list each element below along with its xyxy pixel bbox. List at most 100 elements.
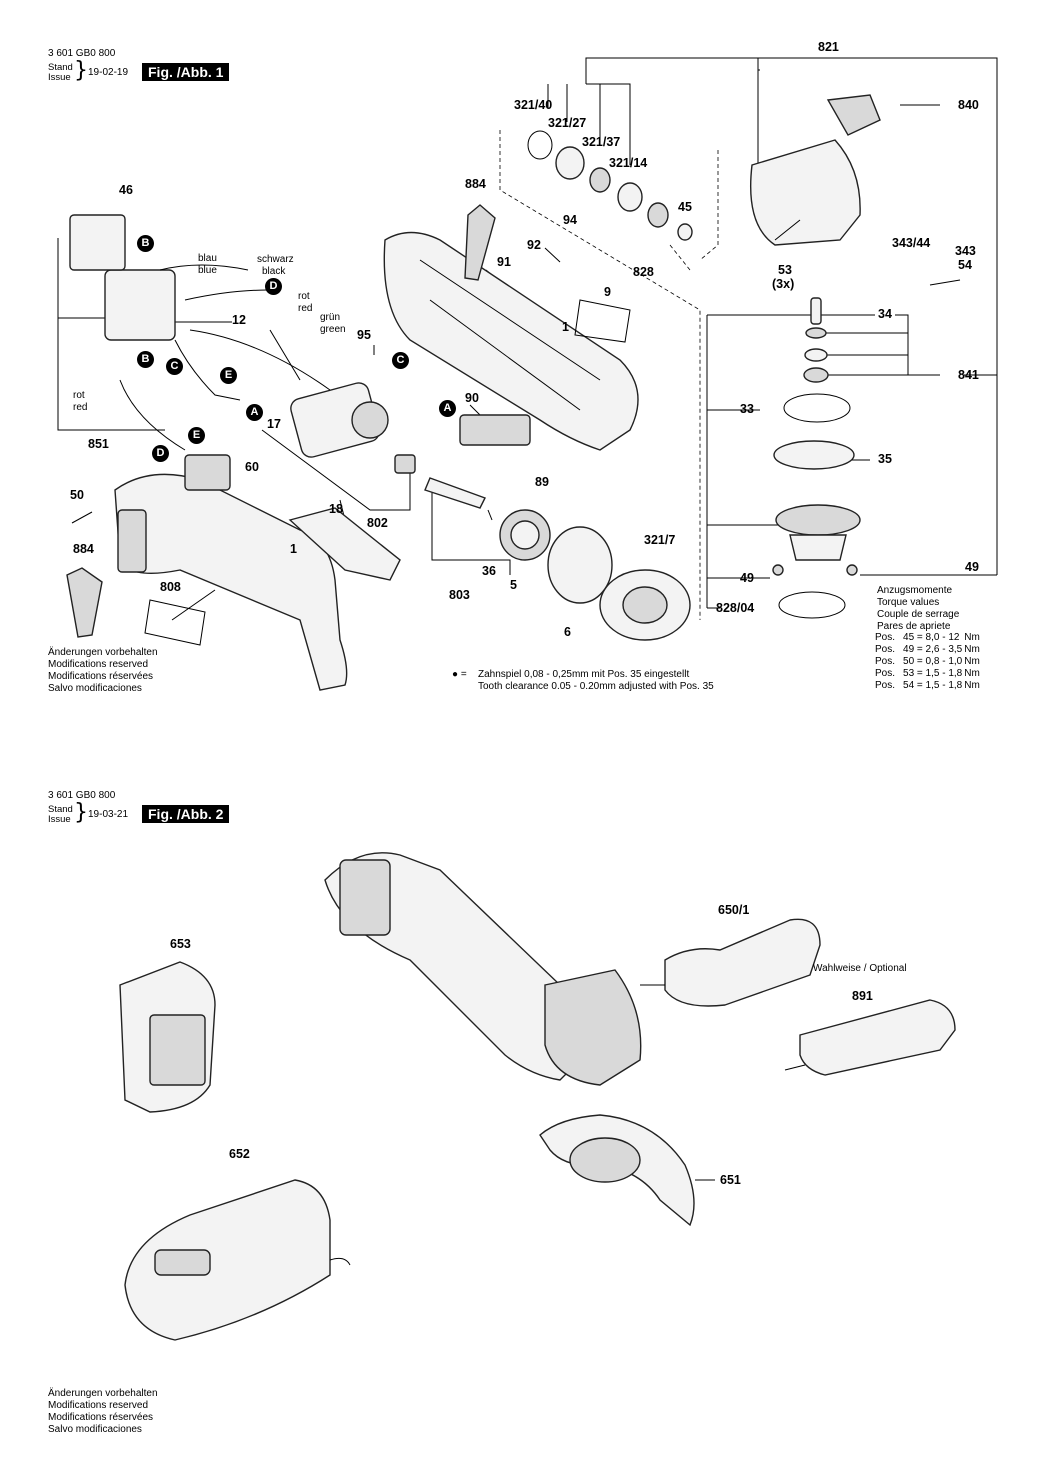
doc-number-2: 3 601 GB0 800 [48, 790, 116, 801]
label-828: 828 [633, 265, 654, 279]
label-321-40: 321/40 [514, 98, 553, 112]
label-651: 651 [720, 1173, 741, 1187]
modifications-fr-2: Modifications réservées [48, 1412, 154, 1423]
marker-d-1: D [265, 278, 282, 295]
label-828-04: 828/04 [716, 601, 755, 615]
torque-pos: Pos. [875, 632, 896, 643]
brace-glyph-2: } [74, 800, 88, 825]
label-35: 35 [878, 452, 892, 466]
wire-red2-en: red [73, 402, 88, 413]
label-321-7: 321/7 [644, 533, 676, 547]
torque-unit: Nm [964, 644, 980, 655]
marker-a-1: A [246, 404, 263, 421]
label-6: 6 [564, 625, 571, 639]
label-18: 18 [329, 502, 343, 516]
marker-c-1: C [166, 358, 183, 375]
label-5: 5 [510, 578, 517, 592]
label-808: 808 [160, 580, 181, 594]
label-1-top: 1 [562, 320, 569, 334]
torque-heading-en: Torque values [877, 597, 940, 608]
label-12: 12 [232, 313, 246, 327]
marker-a-2: A [439, 400, 456, 417]
optional-label: Wahlweise / Optional [813, 963, 907, 974]
torque-pos: Pos. [875, 680, 896, 691]
modifications-es: Salvo modificaciones [48, 683, 142, 694]
modifications-es-2: Salvo modificaciones [48, 1424, 142, 1435]
label-803: 803 [449, 588, 470, 602]
wire-black-de: schwarz [257, 254, 294, 265]
label-650-1: 650/1 [718, 903, 750, 917]
label-45: 45 [678, 200, 692, 214]
wire-blue-en: blue [198, 265, 217, 276]
label-884-bottom: 884 [73, 542, 94, 556]
torque-row: Pos. 45 = 8,0 - 12 Nm [875, 632, 982, 644]
wire-red1-de: rot [298, 291, 310, 302]
label-50: 50 [70, 488, 84, 502]
label-53: 53 [778, 263, 792, 277]
torque-unit: Nm [964, 668, 980, 679]
label-321-14: 321/14 [609, 156, 648, 170]
marker-b-2: B [137, 351, 154, 368]
issue-label-2: Issue [48, 814, 71, 825]
figure-label: Fig. /Abb. 1 [142, 63, 230, 81]
label-95: 95 [357, 328, 371, 342]
label-49-right: 49 [965, 560, 979, 574]
label-92: 92 [527, 238, 541, 252]
torque-unit: Nm [964, 656, 980, 667]
label-841: 841 [958, 368, 979, 382]
label-54: 54 [958, 258, 972, 272]
label-9: 9 [604, 285, 611, 299]
label-653: 653 [170, 937, 191, 951]
marker-e-2: E [188, 427, 205, 444]
torque-heading-es: Pares de apriete [877, 621, 951, 632]
torque-heading-de: Anzugsmomente [877, 585, 953, 596]
label-821: 821 [818, 40, 839, 54]
torque-value: 53 = 1,5 - 1,8 [903, 668, 963, 679]
stand-label: Stand [48, 62, 73, 73]
tooth-note-en: Tooth clearance 0.05 - 0.20mm adjusted w… [478, 681, 714, 692]
label-343: 343 [955, 244, 976, 258]
label-60: 60 [245, 460, 259, 474]
tooth-note-bullet: ● = [452, 669, 467, 680]
wire-black-en: black [262, 266, 286, 277]
label-3x: (3x) [772, 277, 795, 291]
label-884-top: 884 [465, 177, 486, 191]
torque-pos: Pos. [875, 644, 896, 655]
torque-value: 54 = 1,5 - 1,8 [903, 680, 963, 691]
marker-e-1: E [220, 367, 237, 384]
label-33: 33 [740, 402, 754, 416]
wire-red2-de: rot [73, 390, 85, 401]
label-321-37: 321/37 [582, 135, 621, 149]
modifications-de: Änderungen vorbehalten [48, 647, 158, 658]
brace-glyph: } [74, 58, 88, 83]
torque-pos: Pos. [875, 668, 896, 679]
label-49-left: 49 [740, 571, 754, 585]
label-89: 89 [535, 475, 549, 489]
modifications-fr: Modifications réservées [48, 671, 154, 682]
torque-value: 49 = 2,6 - 3,5 [903, 644, 963, 655]
modifications-en-2: Modifications reserved [48, 1400, 149, 1411]
torque-unit: Nm [964, 680, 980, 691]
marker-b-1: B [137, 235, 154, 252]
issue-date-2: 19-03-21 [88, 809, 129, 820]
label-94: 94 [563, 213, 577, 227]
label-652: 652 [229, 1147, 250, 1161]
torque-unit: Nm [964, 632, 980, 643]
tooth-note-de: Zahnspiel 0,08 - 0,25mm mit Pos. 35 eing… [478, 669, 690, 680]
label-891: 891 [852, 989, 873, 1003]
doc-number: 3 601 GB0 800 [48, 48, 116, 59]
label-840: 840 [958, 98, 979, 112]
torque-value: 50 = 0,8 - 1,0 [903, 656, 963, 667]
torque-value: 45 = 8,0 - 12 [903, 632, 960, 643]
label-34: 34 [878, 307, 892, 321]
issue-label: Issue [48, 72, 71, 83]
modifications-de-2: Änderungen vorbehalten [48, 1388, 158, 1399]
label-851: 851 [88, 437, 109, 451]
wire-blue-de: blau [198, 253, 217, 264]
